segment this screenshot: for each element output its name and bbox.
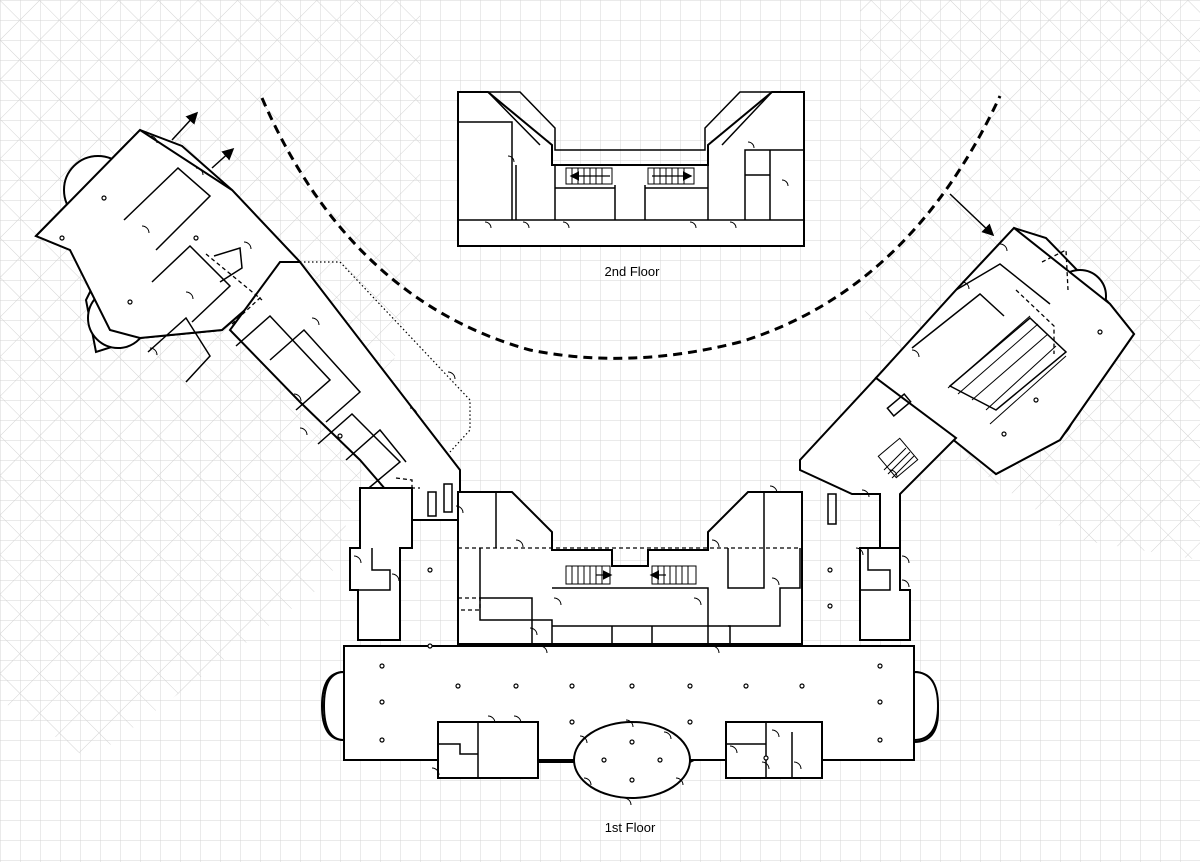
right-wing xyxy=(799,226,1136,641)
plaza-arc xyxy=(260,95,1002,360)
doors xyxy=(141,135,1008,806)
columns xyxy=(59,195,1103,783)
second-floor-label: 2nd Floor xyxy=(605,264,661,279)
lobby xyxy=(320,645,940,799)
exit-arrow-icon xyxy=(171,111,199,141)
left-wing xyxy=(34,128,471,641)
entry-arrow-icon xyxy=(949,193,995,237)
first-floor-label: 1st Floor xyxy=(605,820,656,835)
center-block xyxy=(457,491,803,645)
second-floor-plan xyxy=(457,91,805,247)
exit-arrow-icon xyxy=(211,147,235,169)
